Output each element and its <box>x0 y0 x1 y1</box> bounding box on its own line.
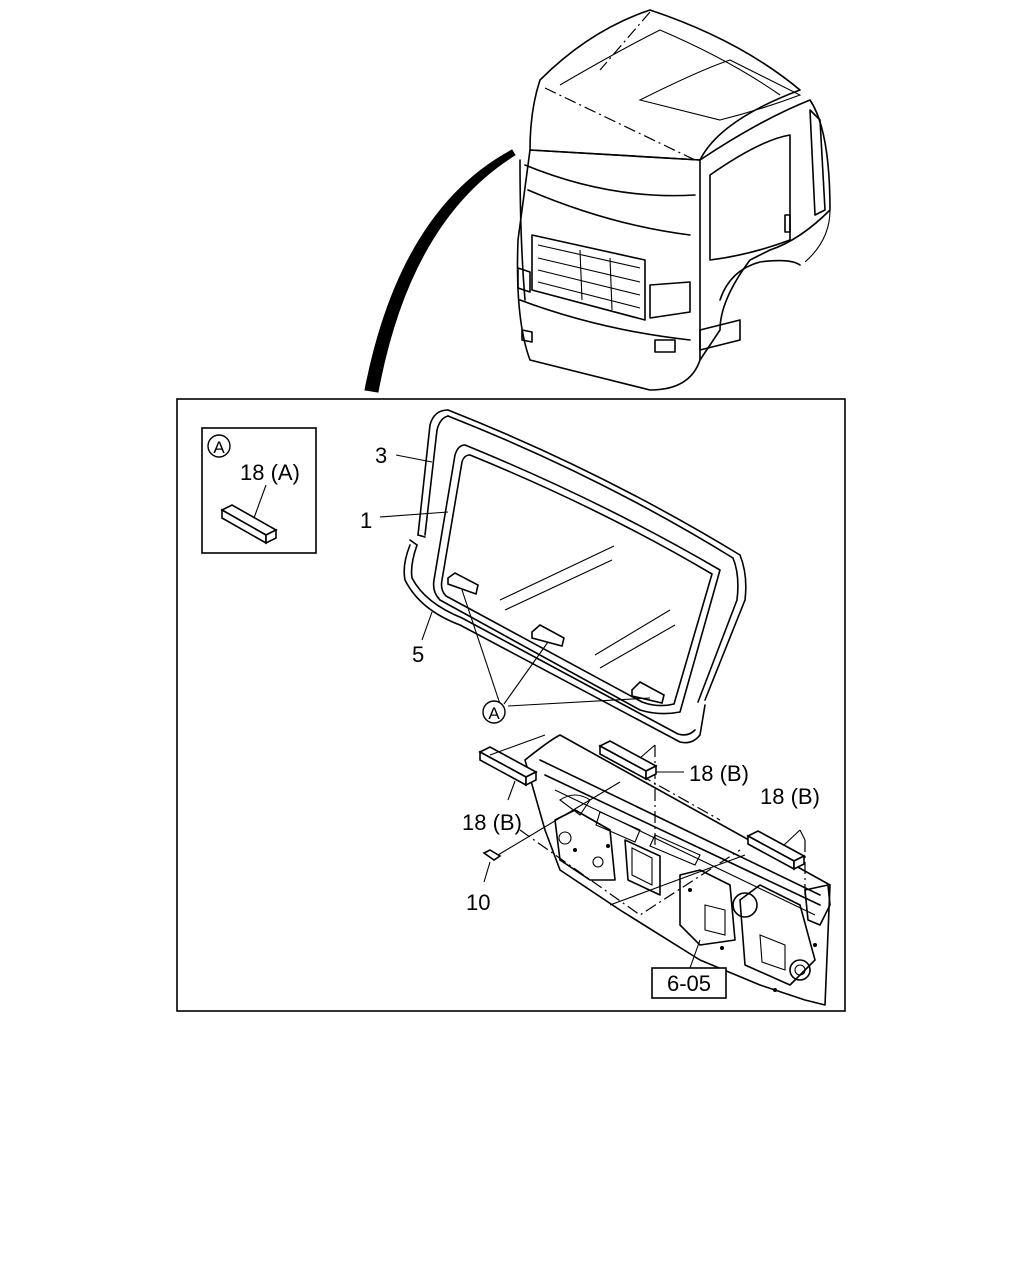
pointer-curve <box>364 149 516 393</box>
spacer-block-icon <box>220 504 278 545</box>
label-clip: 10 <box>466 890 490 915</box>
label-spacer-b-center: 18 (B) <box>689 761 749 786</box>
label-molding-upper: 3 <box>375 443 387 468</box>
truck-cab-illustration <box>516 9 831 391</box>
detail-key-letter: A <box>213 438 225 457</box>
section-ref-label: 6-05 <box>667 971 711 996</box>
detail-ref-a: A <box>461 589 651 724</box>
clip-icon <box>482 849 502 861</box>
spacer-block-icon <box>631 681 665 704</box>
spacer-block-icon <box>478 746 538 787</box>
spacer-block-icon <box>746 830 806 871</box>
detail-key-box: A 18 (A) <box>201 427 317 554</box>
detail-ref-letter: A <box>488 704 500 723</box>
label-spacer-b-left: 18 (B) <box>462 810 522 835</box>
windshield-glass <box>403 409 747 744</box>
spacer-block-icon <box>598 740 658 781</box>
label-glass: 1 <box>360 508 372 533</box>
label-spacer-a: 18 (A) <box>240 460 300 485</box>
detail-frame <box>176 398 846 1012</box>
section-ref-box <box>651 967 727 999</box>
label-molding-lower: 5 <box>412 642 424 667</box>
spacer-block-icon <box>531 624 565 647</box>
spacer-block-icon <box>447 572 479 596</box>
label-spacer-b-right: 18 (B) <box>760 784 820 809</box>
dash-panel-illustration <box>519 734 831 1006</box>
